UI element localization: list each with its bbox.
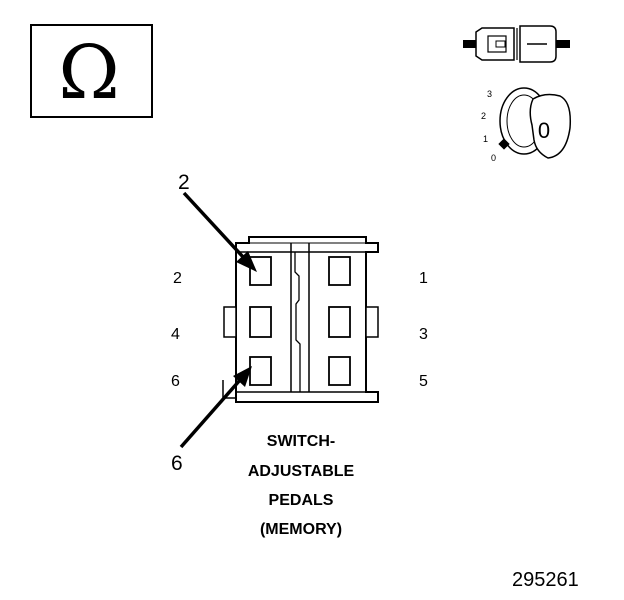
ignition-position-1: 1	[483, 134, 488, 144]
ohmmeter-icon: Ω	[30, 24, 153, 118]
ignition-key-label: 0	[538, 118, 550, 143]
connector-icon	[463, 25, 570, 63]
ignition-position-2: 2	[481, 111, 486, 121]
figure-number: 295261	[512, 569, 579, 591]
pin-cavity-4	[249, 306, 272, 338]
pin-cavity-5	[328, 356, 351, 386]
pin-label-5: 5	[419, 373, 428, 390]
caption-line-1: SWITCH-	[267, 433, 335, 450]
callout-number-lower: 6	[171, 452, 183, 475]
pin-cavity-2	[249, 256, 272, 286]
pin-label-3: 3	[419, 326, 428, 343]
pin-label-1: 1	[419, 270, 428, 287]
caption-line-4: (MEMORY)	[260, 521, 342, 538]
switch-connector	[222, 236, 379, 403]
callout-arrow-lower	[179, 366, 252, 449]
caption-line-3: PEDALS	[269, 492, 334, 509]
callout-number-upper: 2	[178, 171, 190, 194]
pin-label-4: 4	[171, 326, 180, 343]
pin-label-6: 6	[171, 373, 180, 390]
ignition-position-3: 3	[487, 89, 492, 99]
ohm-symbol: Ω	[58, 30, 119, 116]
pin-cavity-1	[328, 256, 351, 286]
ignition-key-icon: 3 2 1 0 0	[481, 87, 572, 163]
ignition-position-0: 0	[491, 153, 496, 163]
pin-cavity-6	[249, 356, 272, 386]
caption-line-2: ADJUSTABLE	[248, 463, 355, 480]
pin-cavity-3	[328, 306, 351, 338]
callout-arrow-upper	[182, 191, 257, 272]
pin-label-2: 2	[173, 270, 182, 287]
